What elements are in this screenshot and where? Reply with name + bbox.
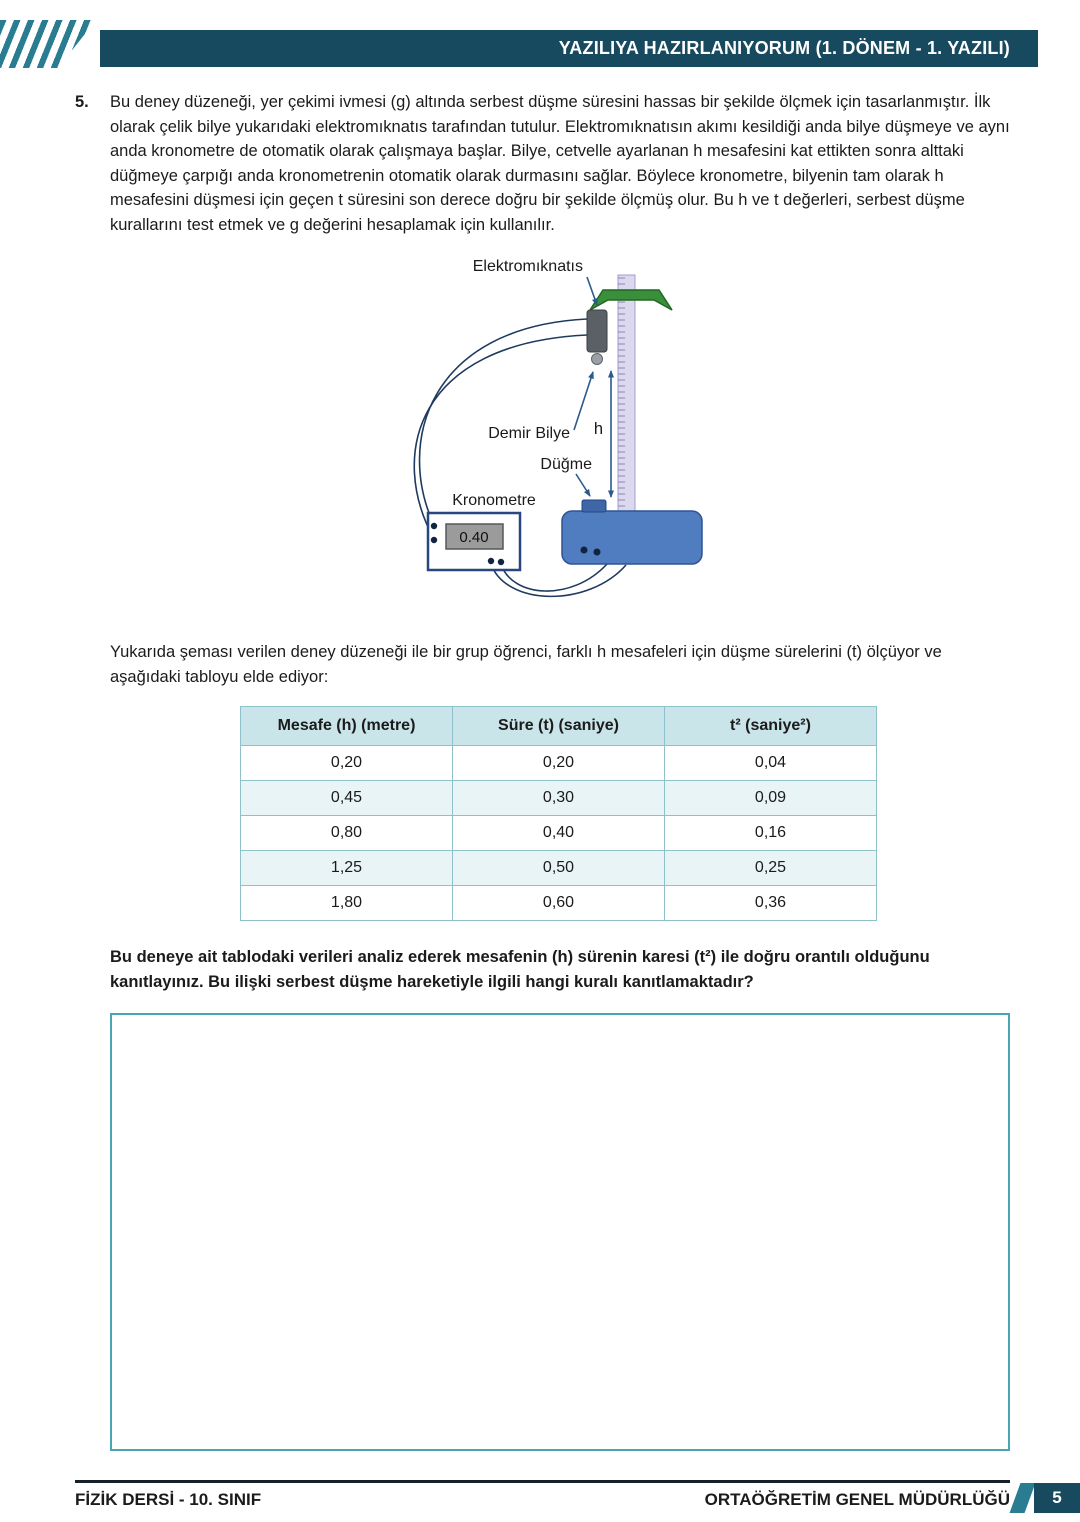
question-intro-text: Bu deney düzeneği, yer çekimi ivmesi (g)… <box>110 93 1010 234</box>
table-cell: 0,60 <box>452 885 665 921</box>
steel-ball <box>591 353 603 365</box>
header-stripes-decoration <box>0 20 96 68</box>
button-label: Düğme <box>540 456 592 473</box>
chronometer-display: 0.40 <box>459 529 488 546</box>
experiment-diagram: 0.40 Elektromıknatıs Demir Bilye h Düğme… <box>110 253 730 618</box>
column-header-distance: Mesafe (h) (metre) <box>240 706 453 746</box>
table-row: 0,20 0,20 0,04 <box>240 745 877 781</box>
ball-label: Demir Bilye <box>488 425 570 442</box>
stop-button <box>581 499 607 513</box>
table-header-row: Mesafe (h) (metre) Süre (t) (saniye) t² … <box>240 706 877 746</box>
table-cell: 0,36 <box>664 885 877 921</box>
table-cell: 1,25 <box>240 850 453 886</box>
ruler <box>617 274 636 526</box>
table-row: 1,80 0,60 0,36 <box>240 885 877 921</box>
electromagnet-label: Elektromıknatıs <box>473 258 583 275</box>
table-cell: 0,09 <box>664 780 877 816</box>
question-page: 5. Bu deney düzeneği, yer çekimi ivmesi … <box>75 90 1010 1451</box>
table-cell: 0,20 <box>452 745 665 781</box>
table-cell: 0,20 <box>240 745 453 781</box>
table-cell: 0,30 <box>452 780 665 816</box>
chronometer-label: Kronometre <box>452 492 536 509</box>
table-cell: 0,80 <box>240 815 453 851</box>
table-row: 0,45 0,30 0,09 <box>240 780 877 816</box>
wires <box>413 318 627 598</box>
chronometer: 0.40 <box>426 511 522 572</box>
page-tab-stripe-decoration <box>1009 1483 1036 1513</box>
table-cell: 0,45 <box>240 780 453 816</box>
page-title: YAZILIYA HAZIRLANIYORUM (1. DÖNEM - 1. Y… <box>558 38 1010 58</box>
question-prompt: Bu deneye ait tablodaki verileri analiz … <box>110 948 930 991</box>
table-cell: 0,04 <box>664 745 877 781</box>
table-row: 1,25 0,50 0,25 <box>240 850 877 886</box>
label-arrows <box>573 276 598 497</box>
footer-rule <box>75 1480 1010 1483</box>
question-block: 5. Bu deney düzeneği, yer çekimi ivmesi … <box>75 90 1010 237</box>
table-cell: 1,80 <box>240 885 453 921</box>
table-row: 0,80 0,40 0,16 <box>240 815 877 851</box>
footer-course-label: FİZİK DERSİ - 10. SINIF <box>75 1490 262 1509</box>
page-number: 5 <box>1034 1483 1080 1513</box>
question-number: 5. <box>75 93 89 111</box>
column-header-time: Süre (t) (saniye) <box>452 706 665 746</box>
table-cell: 0,40 <box>452 815 665 851</box>
footer-institution-label: ORTAÖĞRETİM GENEL MÜDÜRLÜĞÜ <box>704 1490 1010 1509</box>
table-cell: 0,25 <box>664 850 877 886</box>
table-cell: 0,16 <box>664 815 877 851</box>
table-intro-text: Yukarıda şeması verilen deney düzeneği i… <box>110 643 942 686</box>
measurement-table: Mesafe (h) (metre) Süre (t) (saniye) t² … <box>240 706 877 921</box>
electromagnet <box>586 309 608 353</box>
column-header-time-squared: t² (saniye²) <box>664 706 877 746</box>
h-label: h <box>594 420 603 438</box>
base-platform <box>561 510 703 565</box>
header-bar: YAZILIYA HAZIRLANIYORUM (1. DÖNEM - 1. Y… <box>100 30 1038 67</box>
table-cell: 0,50 <box>452 850 665 886</box>
clamp <box>589 289 673 311</box>
answer-box <box>110 1013 1010 1451</box>
